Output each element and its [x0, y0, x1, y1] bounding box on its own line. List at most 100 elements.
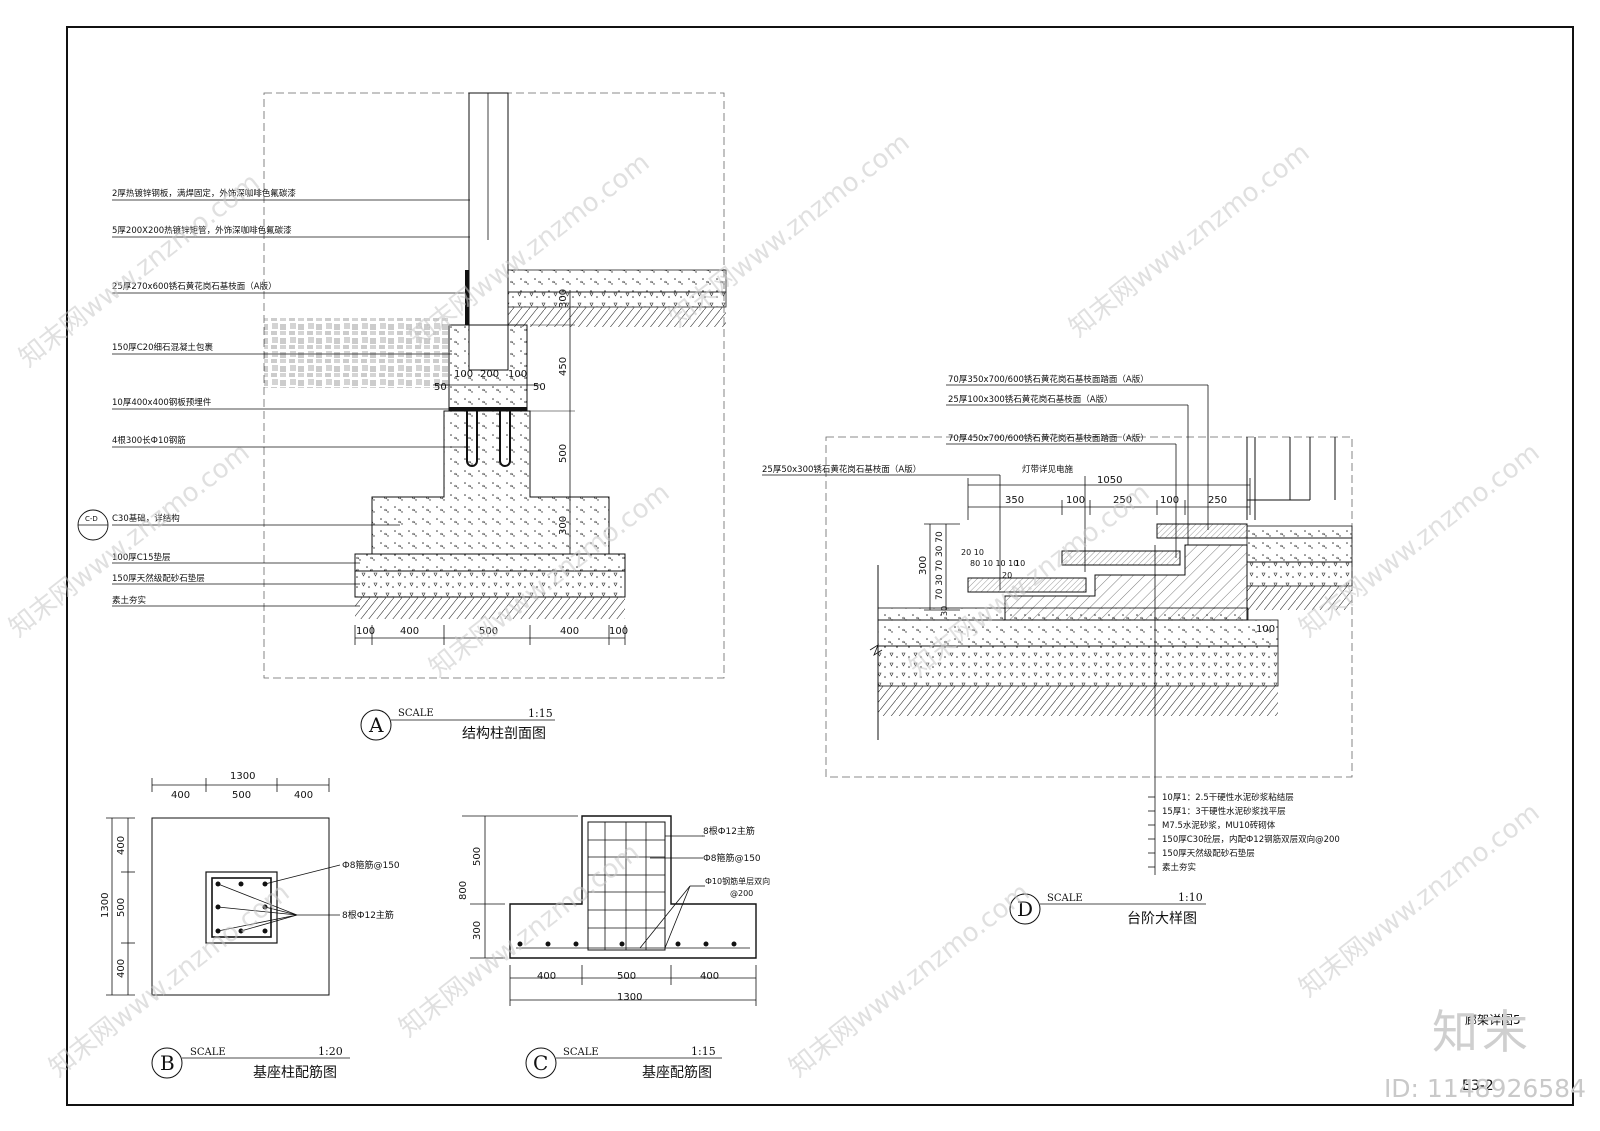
dim-d-small-4: 30: [940, 606, 949, 616]
dim-d-small-0: 20 10: [961, 548, 984, 557]
dim-a-v-1: 500: [558, 444, 569, 463]
dim-d-left-1: 70 30 70 30 70: [935, 531, 945, 600]
title-c-letter: C: [533, 1051, 548, 1075]
watermark-brand: 知末: [1432, 1005, 1532, 1059]
dim-b-top-2: 400: [294, 790, 313, 801]
title-b: B SCALE 1:20 基座柱配筋图: [151, 1045, 350, 1081]
title-d-letter: D: [1017, 897, 1033, 921]
callout-a: C-D: [85, 515, 98, 523]
title-d-scale: SCALE: [1047, 893, 1083, 904]
label-c-0: 8根Ф12主筋: [703, 825, 755, 837]
dim-a-bottom-0: 100: [356, 626, 375, 637]
title-b-scale: SCALE: [190, 1047, 226, 1058]
dim-a-bottom-3: 400: [560, 626, 579, 637]
dim-c-bottom-1: 500: [617, 971, 636, 982]
dim-d-small-2: 10: [1015, 559, 1025, 568]
label-d-top-3: 25厚50x300锈石黄花岗石基枝面（A版）: [762, 464, 921, 475]
label-a-1: 5厚200X200热镀锌矩管，外饰深咖啡色氟碳漆: [112, 225, 292, 236]
label-d-bottom-5: 素土夯实: [1162, 862, 1196, 873]
dim-c-bottom-total: 1300: [617, 992, 642, 1003]
dim-d-top-0: 350: [1005, 495, 1024, 506]
dim-d-top-1: 100: [1066, 495, 1085, 506]
label-a-7: 100厚C15垫层: [112, 552, 170, 563]
label-b-0: Ф8箍筋@150: [342, 859, 400, 871]
title-b-ratio: 1:20: [318, 1045, 343, 1058]
title-d-ratio: 1:10: [1178, 891, 1203, 904]
label-d-top-4: 灯带详见电施: [1022, 464, 1074, 475]
dim-d-total: 1050: [1097, 475, 1122, 486]
dim-a-bottom-1: 400: [400, 626, 419, 637]
label-a-0: 2厚热镀锌钢板，满焊固定，外饰深咖啡色氟碳漆: [112, 188, 296, 199]
dim-a-bottom-2: 500: [479, 626, 498, 637]
label-d-bottom-1: 15厚1：3干硬性水泥砂浆找平层: [1162, 806, 1286, 817]
title-c-scale: SCALE: [563, 1047, 599, 1058]
label-a-3: 150厚C20细石混凝土包裹: [112, 342, 213, 353]
sheet-border: [66, 26, 1574, 1106]
drawing-d-step: [762, 384, 1353, 875]
title-d: D SCALE 1:10 台阶大样图: [1009, 891, 1206, 927]
title-a-scale: SCALE: [398, 708, 434, 719]
dim-a-mid-2: 200: [480, 369, 499, 380]
label-d-top-2: 70厚450x700/600锈石黄花岗石基枝面踏面（A版）: [948, 433, 1149, 444]
label-d-bottom-4: 150厚天然级配砂石垫层: [1162, 848, 1255, 859]
dim-a-mid-3: 100: [508, 369, 527, 380]
label-d-bottom-0: 10厚1：2.5干硬性水泥砂浆粘结层: [1162, 792, 1294, 803]
label-a-4: 10厚400x400钢板预埋件: [112, 397, 212, 408]
dim-c-left-total: 800: [458, 881, 469, 900]
label-c-3: @200: [730, 889, 753, 898]
dim-c-left-0: 500: [472, 847, 483, 866]
dim-d-top-3: 100: [1160, 495, 1179, 506]
dim-a-v-3: 300: [558, 289, 569, 308]
dim-a-bottom-4: 100: [609, 626, 628, 637]
dim-a-v-2: 300: [558, 516, 569, 535]
title-c-ratio: 1:15: [691, 1045, 716, 1058]
label-b-1: 8根Ф12主筋: [342, 909, 394, 921]
label-a-8: 150厚天然级配砂石垫层: [112, 573, 205, 584]
title-b-letter: B: [160, 1051, 175, 1075]
dim-d-small-1: 80 10 10 10: [970, 559, 1018, 568]
title-a: A SCALE 1:15 结构柱剖面图: [360, 707, 555, 742]
dim-d-left-0: 300: [918, 556, 929, 575]
label-d-top-1: 25厚100x300锈石黄花岗石基枝面（A版）: [948, 394, 1113, 405]
watermark-id: ID: 1148926584: [1383, 1074, 1586, 1103]
label-a-5: 4根300长Ф10钢筋: [112, 435, 186, 446]
dim-a-mid-4: 50: [533, 382, 546, 393]
title-c: C SCALE 1:15 基座配筋图: [525, 1045, 722, 1081]
dim-d-top-4: 250: [1208, 495, 1227, 506]
title-a-ratio: 1:15: [528, 707, 553, 720]
dim-d-right: 100: [1256, 624, 1275, 635]
dim-a-mid-1: 100: [454, 369, 473, 380]
label-c-2: Ф10钢筋单层双向: [705, 876, 770, 886]
dim-a-mid-0: 50: [434, 382, 447, 393]
dim-c-bottom-0: 400: [537, 971, 556, 982]
title-d-text: 台阶大样图: [1127, 911, 1197, 927]
label-d-bottom-3: 150厚C30砼层，内配Ф12钢筋双层双向@200: [1162, 834, 1340, 845]
sheet-number: E3-2: [1462, 1078, 1494, 1094]
label-a-9: 素土夯实: [112, 595, 146, 606]
dim-b-left-0: 400: [116, 836, 127, 855]
dim-b-left-total: 1300: [100, 893, 111, 918]
dim-b-top-0: 400: [171, 790, 190, 801]
dim-b-top-1: 500: [232, 790, 251, 801]
label-d-top-0: 70厚350x700/600锈石黄花岗石基枝面踏面（A版）: [948, 374, 1149, 385]
drawing-a-section: [77, 92, 727, 679]
title-a-letter: A: [368, 713, 384, 737]
label-a-2: 25厚270x600锈石黄花岗石基枝面（A版）: [112, 281, 277, 292]
dim-c-bottom-2: 400: [700, 971, 719, 982]
label-c-1: Ф8箍筋@150: [703, 852, 761, 864]
dim-a-v-0: 450: [558, 357, 569, 376]
dim-d-small-3: 20: [1002, 571, 1012, 580]
sheet-name: 廊架详图5: [1465, 1012, 1521, 1027]
dim-c-left-1: 300: [472, 921, 483, 940]
dim-d-top-2: 250: [1113, 495, 1132, 506]
drawing-c-section: [462, 815, 757, 1006]
title-b-text: 基座柱配筋图: [253, 1064, 337, 1081]
label-d-bottom-2: M7.5水泥砂浆，MU10砖砌体: [1162, 820, 1276, 831]
title-a-text: 结构柱剖面图: [462, 726, 546, 742]
dim-b-left-1: 500: [116, 898, 127, 917]
title-c-text: 基座配筋图: [642, 1064, 712, 1081]
dim-b-top-total: 1300: [230, 771, 255, 782]
dim-b-left-2: 400: [116, 959, 127, 978]
label-a-6: C30基础，详结构: [112, 513, 180, 524]
